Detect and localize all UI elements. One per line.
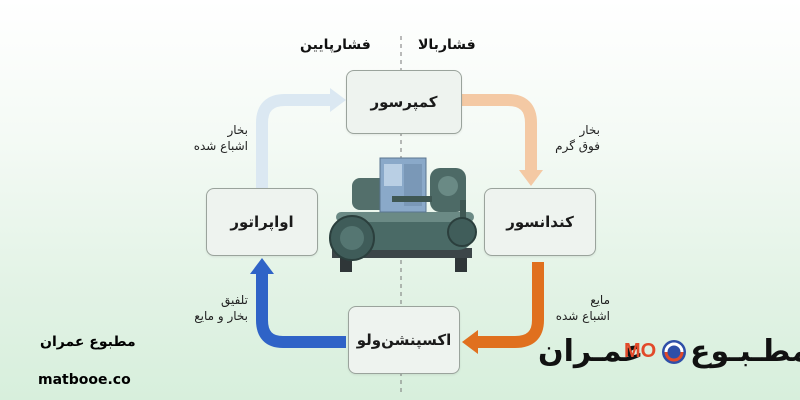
- label-line: بخار: [227, 123, 248, 137]
- label-line: مایع: [590, 293, 610, 307]
- label-line: اشباع شده: [555, 309, 610, 323]
- label-line: فوق گرم: [555, 139, 600, 153]
- label-vapor-liquid-mix: تلفیق بخار و مایع: [174, 292, 248, 324]
- brand-logo-text-left: عمـران: [538, 334, 644, 369]
- label-line: تلفیق: [220, 293, 248, 307]
- label-superheated-vapor: بخار فوق گرم: [546, 122, 600, 154]
- arrow-expansion-to-evaporator: [256, 274, 346, 348]
- label-saturated-vapor: بخار اشباع شده: [190, 122, 248, 154]
- arrowhead-to-expansion: [462, 330, 478, 354]
- expansion-valve-box: اکسپنشن‌ولو: [348, 306, 460, 374]
- label-saturated-liquid: مایع اشباع شده: [548, 292, 610, 324]
- arrow-compressor-to-condenser: [462, 94, 537, 170]
- low-pressure-label: فشارپایین: [300, 37, 371, 53]
- arrow-condenser-to-expansion: [478, 262, 544, 348]
- brand-url: matbooe.co: [38, 372, 131, 388]
- label-line: بخار: [579, 123, 600, 137]
- label-line: بخار و مایع: [194, 309, 248, 323]
- condenser-box: کندانسور: [484, 188, 596, 256]
- arrowhead-to-compressor: [330, 88, 346, 112]
- arrowhead-to-condenser: [519, 170, 543, 186]
- brand-logo-text-right: مطـبـوع: [690, 334, 800, 369]
- brand-name: مطبوع عمران: [40, 334, 136, 350]
- arrow-evaporator-to-compressor: [256, 94, 330, 190]
- brand-logo-letters: MO: [624, 340, 657, 362]
- compressor-box: کمپرسور: [346, 70, 462, 134]
- evaporator-box: اواپراتور: [206, 188, 318, 256]
- chiller-machine-illustration: [329, 157, 477, 272]
- high-pressure-label: فشاربالا: [418, 37, 476, 53]
- arrowhead-to-evaporator: [250, 258, 274, 274]
- brand-logo-mark: [662, 340, 686, 364]
- label-line: اشباع شده: [193, 139, 248, 153]
